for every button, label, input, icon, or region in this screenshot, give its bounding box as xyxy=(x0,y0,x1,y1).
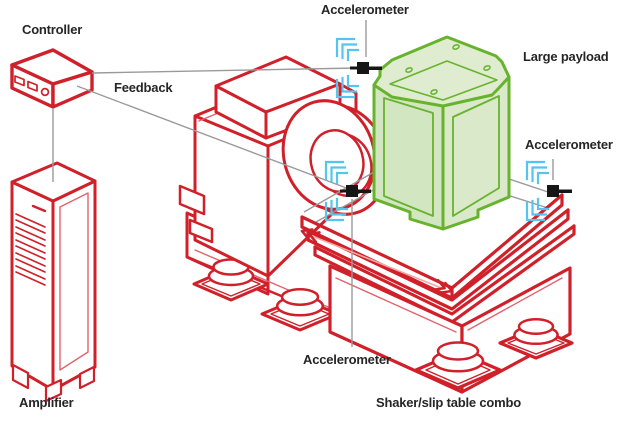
isolation-foot-2 xyxy=(260,288,340,332)
vibration-waves-icon xyxy=(324,160,349,222)
accelerometer-sensor-icon xyxy=(340,185,371,197)
feedback-line-top xyxy=(91,67,358,74)
accelerometer-sensor-icon xyxy=(350,62,382,74)
connection-lines xyxy=(52,20,554,347)
feedback-line-table xyxy=(76,85,350,190)
accelerometer-bottom-label: Accelerometer xyxy=(303,352,391,367)
accelerometer-right-label: Accelerometer xyxy=(525,137,613,152)
accelerometer-top-label: Accelerometer xyxy=(321,2,409,17)
isolation-foot-1 xyxy=(192,258,270,302)
slip-table-drawing xyxy=(300,193,576,394)
payload-drawing xyxy=(372,35,511,231)
amplifier-label: Amplifier xyxy=(19,395,74,410)
shaker-combo-label: Shaker/slip table combo xyxy=(376,395,521,410)
controller-label: Controller xyxy=(22,22,83,37)
accelerometer-sensor-icon xyxy=(547,185,572,197)
controller-drawing xyxy=(10,48,94,109)
isolation-foot-3 xyxy=(414,341,502,390)
shaker-slip-table-drawing xyxy=(178,55,414,352)
vibration-waves-icon xyxy=(525,160,550,222)
vibration-waves-icon xyxy=(335,37,360,99)
motion-arrow xyxy=(300,228,454,294)
feedback-label: Feedback xyxy=(114,80,173,95)
large-payload-label: Large payload xyxy=(523,49,609,64)
isolation-foot-4 xyxy=(498,317,574,360)
amplifier-drawing xyxy=(10,161,97,403)
amplifier-vent-grille xyxy=(15,204,47,286)
